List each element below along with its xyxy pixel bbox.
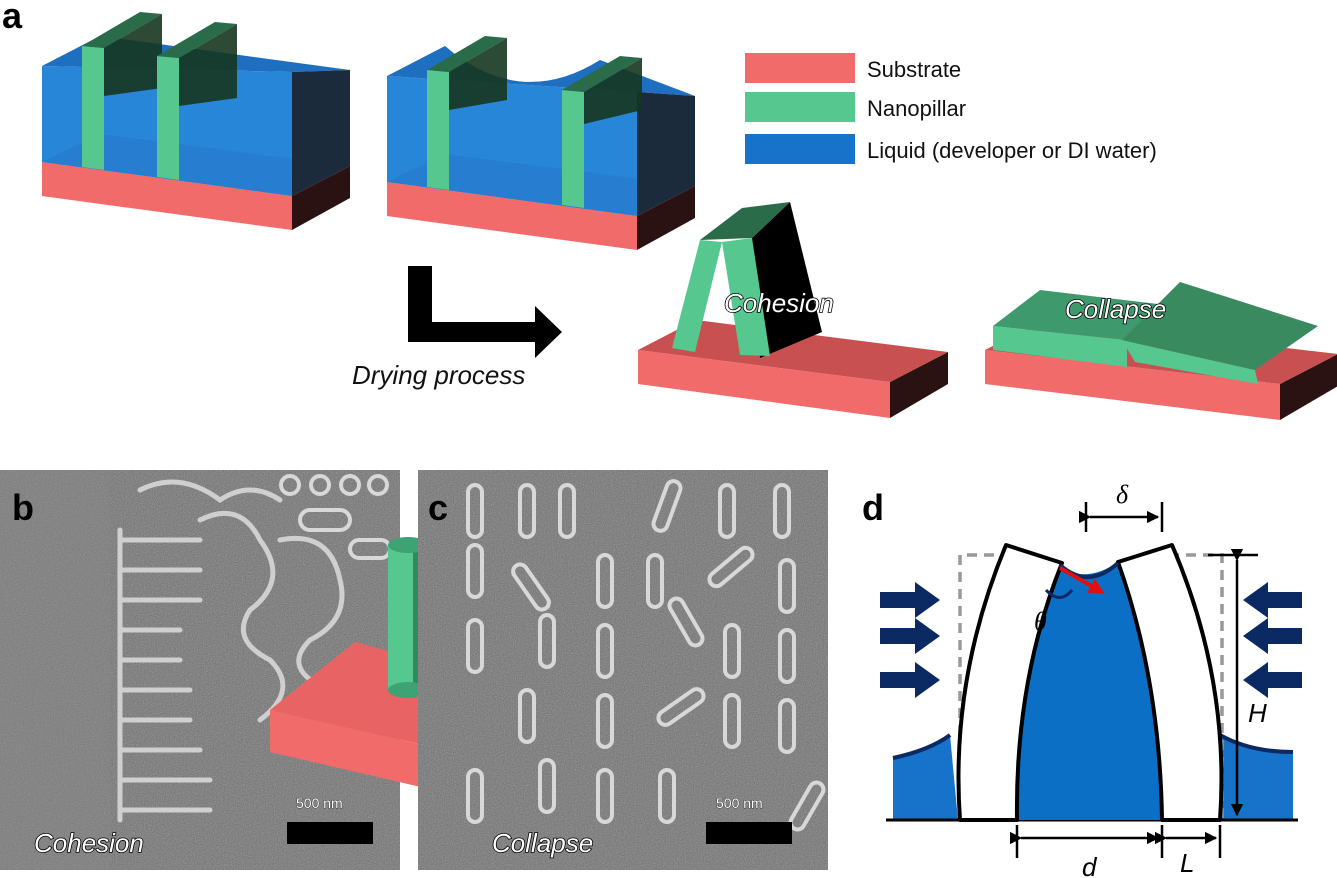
block-liquid-meniscus: [387, 36, 695, 250]
legend-label-nanopillar: Nanopillar: [867, 96, 966, 121]
panel-label-d: d: [862, 487, 884, 528]
micrograph-c-caption: Collapse: [492, 828, 593, 858]
panel-label-c: c: [428, 487, 448, 528]
capillary-schematic: [880, 502, 1302, 858]
legend: Substrate Nanopillar Liquid (developer o…: [745, 53, 1157, 164]
scale-bar-label-c: 500 nm: [716, 795, 763, 811]
block-collapse: [985, 282, 1337, 420]
drying-process-label: Drying process: [352, 360, 525, 390]
pressure-arrows-right: [1243, 582, 1302, 698]
scale-bar-b: [287, 822, 373, 844]
scale-bar-label-b: 500 nm: [296, 795, 343, 811]
collapse-label: Collapse: [1065, 294, 1166, 324]
height-symbol: H: [1248, 698, 1267, 728]
panel-label-b: b: [12, 487, 34, 528]
micrograph-b-caption: Cohesion: [34, 828, 144, 858]
cohesion-label: Cohesion: [724, 288, 834, 318]
legend-swatch-nanopillar: [745, 92, 855, 122]
legend-swatch-substrate: [745, 53, 855, 83]
theta-symbol: θ: [1034, 607, 1047, 636]
panel-label-a: a: [2, 0, 23, 36]
width-symbol-L: L: [1180, 848, 1194, 878]
pressure-arrows-left: [880, 582, 940, 698]
delta-symbol: δ: [1116, 480, 1129, 509]
drying-arrow: [408, 266, 562, 358]
scale-bar-c: [706, 822, 792, 844]
legend-label-substrate: Substrate: [867, 57, 961, 82]
block-liquid-start: [42, 12, 350, 230]
micrograph-b: 500 nm: [0, 470, 530, 870]
gap-symbol-d: d: [1082, 852, 1098, 878]
block-cohesion: [638, 202, 948, 418]
micrograph-c: 500 nm: [418, 470, 828, 870]
legend-label-liquid: Liquid (developer or DI water): [867, 138, 1157, 163]
legend-swatch-liquid: [745, 134, 855, 164]
